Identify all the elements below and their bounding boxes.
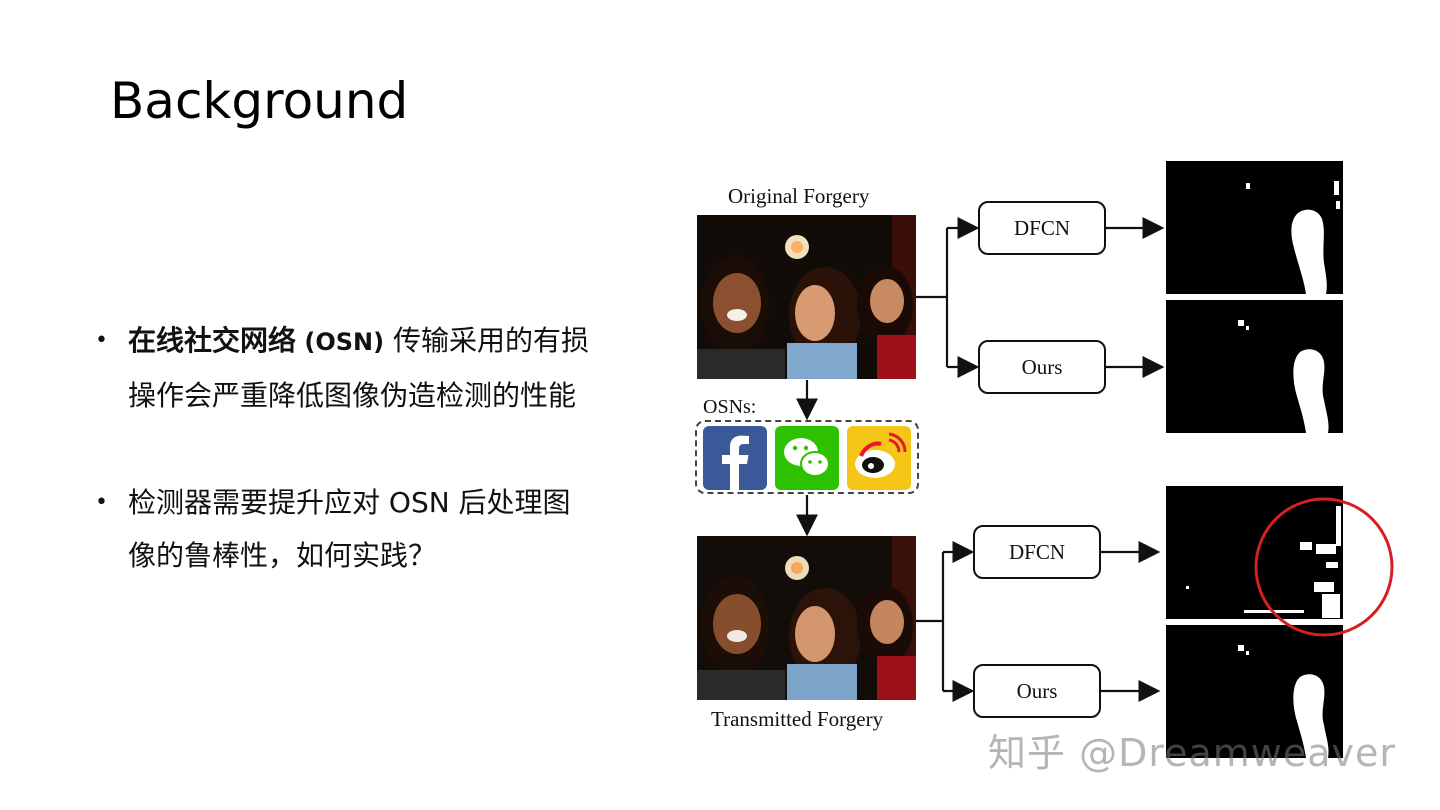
mask-dfcn-transmitted: [1166, 486, 1343, 619]
osn-group: [695, 420, 919, 494]
ours-box-bottom: Ours: [973, 664, 1101, 718]
ours-box-top: Ours: [978, 340, 1106, 394]
mask-dfcn-original: [1166, 161, 1343, 294]
bullet-dot: •: [95, 328, 108, 353]
bullet-dot: •: [95, 490, 108, 515]
weibo-icon: [847, 426, 911, 490]
dfcn-box-top: DFCN: [978, 201, 1106, 255]
dfcn-box-bottom: DFCN: [973, 525, 1101, 579]
wechat-icon: [775, 426, 839, 490]
mask-ours-transmitted: [1166, 625, 1343, 758]
original-forgery-label: Original Forgery: [728, 184, 870, 208]
transmitted-forgery-label: Transmitted Forgery: [711, 707, 884, 731]
bullet-1-line1: 传输采用的有损: [384, 324, 589, 357]
bullet-1-bold-en: (OSN): [304, 328, 385, 356]
watermark: 知乎 @Dreamweaver: [988, 731, 1397, 775]
bullet-1-bold: 在线社交网络: [128, 324, 297, 357]
facebook-icon: [703, 426, 767, 490]
osns-label: OSNs:: [703, 396, 757, 418]
bullet-1-line2: 操作会严重降低图像伪造检测的性能: [128, 379, 577, 412]
bullet-2-line2: 像的鲁棒性，如何实践？: [128, 539, 437, 572]
mask-ours-original: [1166, 300, 1343, 433]
slide-title: Background: [110, 72, 409, 130]
original-forgery-image: [697, 215, 916, 379]
transmitted-forgery-image: [697, 536, 916, 700]
bullet-2-line1: 检测器需要提升应对 OSN 后处理图: [128, 486, 571, 519]
